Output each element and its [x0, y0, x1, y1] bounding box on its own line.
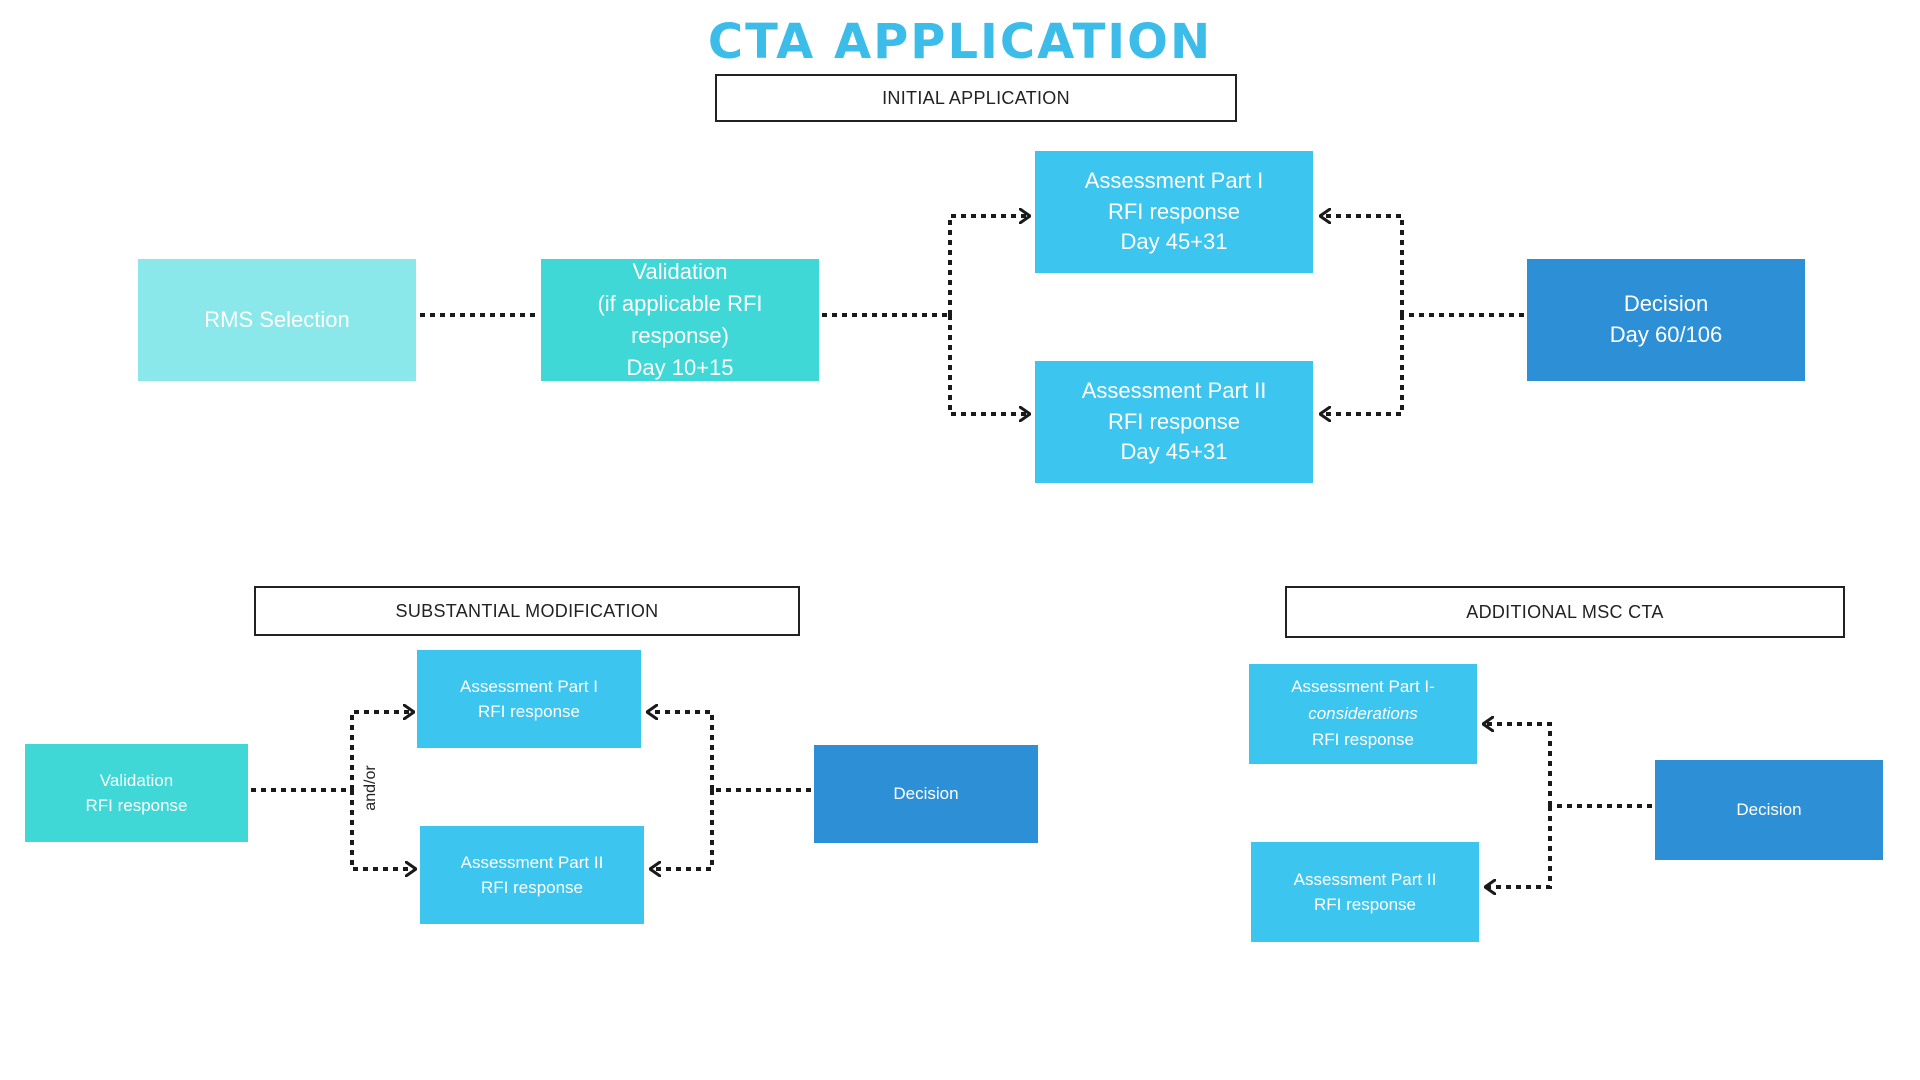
connector-split-to-part1 — [948, 216, 1030, 315]
additional-part2-line2: RFI response — [1313, 895, 1417, 914]
initial-part2-line3: Day 45+31 — [1120, 439, 1228, 465]
additional-msc-cta-header: ADDITIONAL MSC CTA — [1285, 586, 1845, 638]
substantial-validation-line1: Validation — [99, 770, 174, 790]
connector-sm-merge-to-part2 — [650, 790, 714, 869]
connector-sm-split-to-part2 — [350, 790, 416, 869]
initial-validation-line1: Validation — [632, 259, 728, 285]
initial-part1-line2: RFI response — [1107, 198, 1241, 224]
additional-msc-cta-header-label: ADDITIONAL MSC CTA — [1466, 601, 1664, 622]
initial-decision-line1: Decision — [1623, 291, 1709, 317]
additional-assessment-part2-box: Assessment Part II RFI response — [1251, 842, 1479, 942]
substantial-modification-header-label: SUBSTANTIAL MODIFICATION — [395, 600, 659, 621]
substantial-assessment-part2-box: Assessment Part II RFI response — [420, 826, 644, 924]
additional-decision-box: Decision — [1655, 760, 1883, 860]
initial-part1-line1: Assessment Part I — [1084, 167, 1264, 193]
substantial-part1-line1: Assessment Part I — [460, 676, 598, 696]
connector-sm-split-to-part1 — [350, 712, 414, 790]
substantial-part1-line2: RFI response — [477, 702, 581, 721]
substantial-part2-line1: Assessment Part II — [460, 852, 604, 872]
rms-selection-box: RMS Selection — [138, 259, 416, 381]
additional-part1-line1: Assessment Part I- — [1291, 677, 1435, 697]
connector-sm-merge-to-part1 — [647, 712, 714, 790]
connector-merge-to-part2 — [1320, 315, 1404, 414]
initial-assessment-part2-box: Assessment Part II RFI response Day 45+3… — [1035, 361, 1313, 483]
initial-decision-line2: Day 60/106 — [1609, 322, 1723, 347]
connector-amc-merge-to-part2 — [1485, 806, 1552, 887]
substantial-assessment-part1-box: Assessment Part I RFI response — [417, 650, 641, 748]
substantial-modification-header: SUBSTANTIAL MODIFICATION — [254, 586, 800, 636]
connector-split-to-part2 — [948, 315, 1030, 414]
diagram-title: CTA APPLICATION — [707, 14, 1213, 70]
rms-selection-label: RMS Selection — [204, 306, 350, 332]
initial-part2-line2: RFI response — [1107, 408, 1241, 434]
initial-assessment-part1-box: Assessment Part I RFI response Day 45+31 — [1035, 151, 1313, 273]
initial-part1-line3: Day 45+31 — [1120, 229, 1228, 255]
initial-decision-box: Decision Day 60/106 — [1527, 259, 1805, 381]
additional-part1-line2: considerations — [1308, 703, 1418, 723]
connector-amc-merge-to-part1 — [1483, 724, 1552, 806]
initial-validation-line3: response) — [631, 323, 729, 348]
additional-assessment-part1-box: Assessment Part I- considerations RFI re… — [1249, 664, 1477, 764]
connector-merge-to-part1 — [1320, 216, 1404, 315]
initial-validation-line2: (if applicable RFI — [597, 291, 763, 317]
additional-part2-line1: Assessment Part II — [1293, 869, 1437, 889]
initial-application-header-label: INITIAL APPLICATION — [882, 87, 1070, 108]
substantial-validation-line2: RFI response — [85, 796, 188, 815]
substantial-validation-box: Validation RFI response — [25, 744, 248, 842]
additional-decision-line1: Decision — [1736, 800, 1802, 820]
initial-part2-line1: Assessment Part II — [1081, 377, 1267, 403]
substantial-part2-line2: RFI response — [480, 878, 584, 897]
substantial-decision-line1: Decision — [893, 784, 959, 804]
initial-application-header: INITIAL APPLICATION — [715, 74, 1237, 122]
substantial-decision-box: Decision — [814, 745, 1038, 843]
additional-part1-line3: RFI response — [1311, 730, 1415, 750]
initial-validation-box: Validation (if applicable RFI response) … — [541, 259, 819, 381]
initial-validation-line4: Day 10+15 — [626, 354, 734, 380]
